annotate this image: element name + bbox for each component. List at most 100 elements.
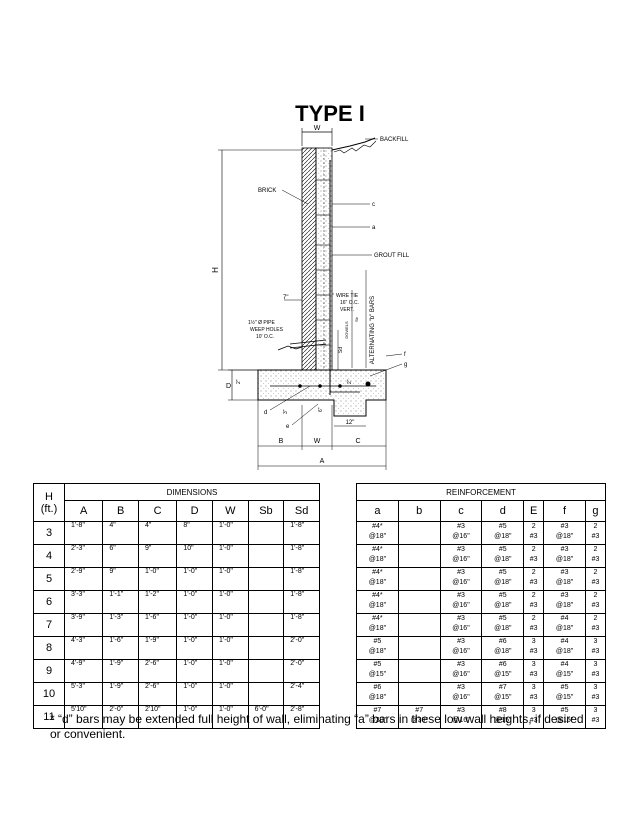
dimension-cell: 1'-0" [211, 590, 249, 614]
label-backfill: BACKFILL [380, 137, 409, 143]
dimension-cell: 4" [137, 521, 178, 545]
dimension-cell [247, 682, 285, 706]
bar-size: #4* [372, 523, 383, 530]
dimensions-column-header: B [102, 500, 139, 522]
dimension-cell: 1'-0" [176, 659, 213, 683]
reinforcement-cell: #3@16" [439, 682, 483, 706]
bar-size: 2 [531, 592, 536, 599]
height-value: 6 [33, 590, 65, 614]
dimension-cell: 1'-0" [211, 567, 249, 591]
dimension-cell [247, 636, 285, 660]
bar-size: #6 [498, 638, 507, 645]
bar-size: #3 [457, 615, 465, 622]
bar-spacing: #3 [529, 625, 538, 632]
bar-spacing: #3 [591, 671, 600, 678]
label-dowels: DOWELS [344, 321, 349, 339]
bar-spacing: @16" [452, 533, 470, 540]
dimension-cell: 1'-0" [211, 659, 249, 683]
bar-spacing: #3 [529, 533, 538, 540]
reinforcement-cell: 2#3 [523, 613, 545, 637]
reinforcement-column-header: b [397, 500, 441, 522]
dim-w-top: W [314, 125, 321, 132]
reinforcement-column-header: E [523, 500, 545, 522]
dimension-cell: 1'-0" [211, 705, 249, 729]
bar-size: 3 [593, 684, 598, 691]
reinforcement-cell: #5@18" [481, 590, 525, 614]
reinforcement-cell: #3@18" [543, 521, 586, 545]
dimension-cell: 6'-0" [247, 705, 285, 729]
bar-spacing: @18" [368, 625, 387, 632]
bar-spacing: @16" [452, 602, 470, 609]
bar-spacing: #3 [529, 671, 538, 678]
bar-spacing: @15" [555, 717, 574, 724]
bar-size: 2 [593, 592, 598, 599]
dimension-cell: 4'-3" [63, 636, 104, 660]
dimension-cell: 10" [176, 544, 213, 568]
dimension-cell: 1'-9" [102, 659, 139, 683]
dimension-cell: 4'-9" [63, 659, 104, 683]
reinforcement-cell [397, 590, 441, 614]
bar-spacing: @18" [494, 625, 512, 632]
bar-spacing: @18" [555, 579, 574, 586]
bar-spacing: @15" [368, 671, 387, 678]
reinforcement-group-header: REINFORCEMENT [356, 483, 606, 501]
bar-spacing: @30" [368, 717, 387, 724]
dimension-cell: 9" [137, 544, 178, 568]
bar-size: #6 [373, 684, 382, 691]
dim-c: C [355, 438, 360, 445]
reinforcement-cell: 3#3 [584, 659, 607, 683]
reinforcement-cell [397, 682, 441, 706]
reinforcement-cell: 3#3 [523, 705, 545, 729]
height-value: 5 [33, 567, 65, 591]
label-brick: BRICK [258, 188, 276, 194]
reinforcement-row: #4*@18"#3@16"#5@18"2#3#3@18"2#3 [356, 590, 607, 614]
dimension-cell: 1'-9" [137, 636, 178, 660]
dim-w-bottom: W [314, 438, 321, 445]
bar-spacing: @18" [494, 556, 512, 563]
bar-spacing: #3 [591, 533, 600, 540]
bar-spacing: #3 [529, 648, 538, 655]
bar-size: #3 [457, 569, 465, 576]
reinforcement-column-header: a [356, 500, 399, 522]
reinforcement-cell: 2#3 [523, 521, 545, 545]
reinforcement-cell: #3@16" [439, 636, 483, 660]
reinforcement-cell: 3#3 [523, 659, 545, 683]
dimension-cell: 1'-0" [176, 590, 213, 614]
bar-spacing: @18" [368, 533, 387, 540]
bar-size: #3 [457, 661, 465, 668]
dimension-cell: 1'-0" [176, 567, 213, 591]
label-alternating-b-bars: ALTERNATING "b" BARS [370, 296, 376, 364]
bar-size: 3 [593, 707, 598, 714]
bar-size: #5 [498, 592, 507, 599]
dimension-cell: 2'-8" [283, 705, 320, 729]
h-header-cell: H (ft.) [33, 483, 65, 522]
label-e: e [286, 424, 290, 430]
dimension-cell: 1'-8" [283, 521, 320, 545]
bar-size: #5 [560, 707, 569, 714]
bar-spacing: @18" [555, 533, 574, 540]
label-seven-inch: 7" [283, 295, 288, 301]
bar-spacing: @15" [494, 694, 512, 701]
bar-size: #4 [560, 661, 569, 668]
h-header: H [45, 490, 53, 503]
bar-size: #3 [457, 592, 465, 599]
bar-spacing: @15" [494, 717, 512, 724]
reinforcement-cell: #4*@18" [356, 567, 399, 591]
bar-size: 2 [593, 615, 598, 622]
reinforcement-cell: 2#3 [584, 567, 607, 591]
reinforcement-cell: 2#3 [523, 567, 545, 591]
bar-spacing: @18" [494, 579, 512, 586]
bar-spacing: @15" [555, 671, 574, 678]
dimension-cell: 1'-8" [283, 544, 320, 568]
reinforcement-cell: #6@15" [481, 659, 525, 683]
reinforcement-cell [397, 613, 441, 637]
reinforcement-cell: #4 @15" [543, 659, 586, 683]
reinforcement-column-header: f [543, 500, 586, 522]
height-value: 11 [33, 705, 65, 729]
dimension-cell: 1'-0" [211, 544, 249, 568]
